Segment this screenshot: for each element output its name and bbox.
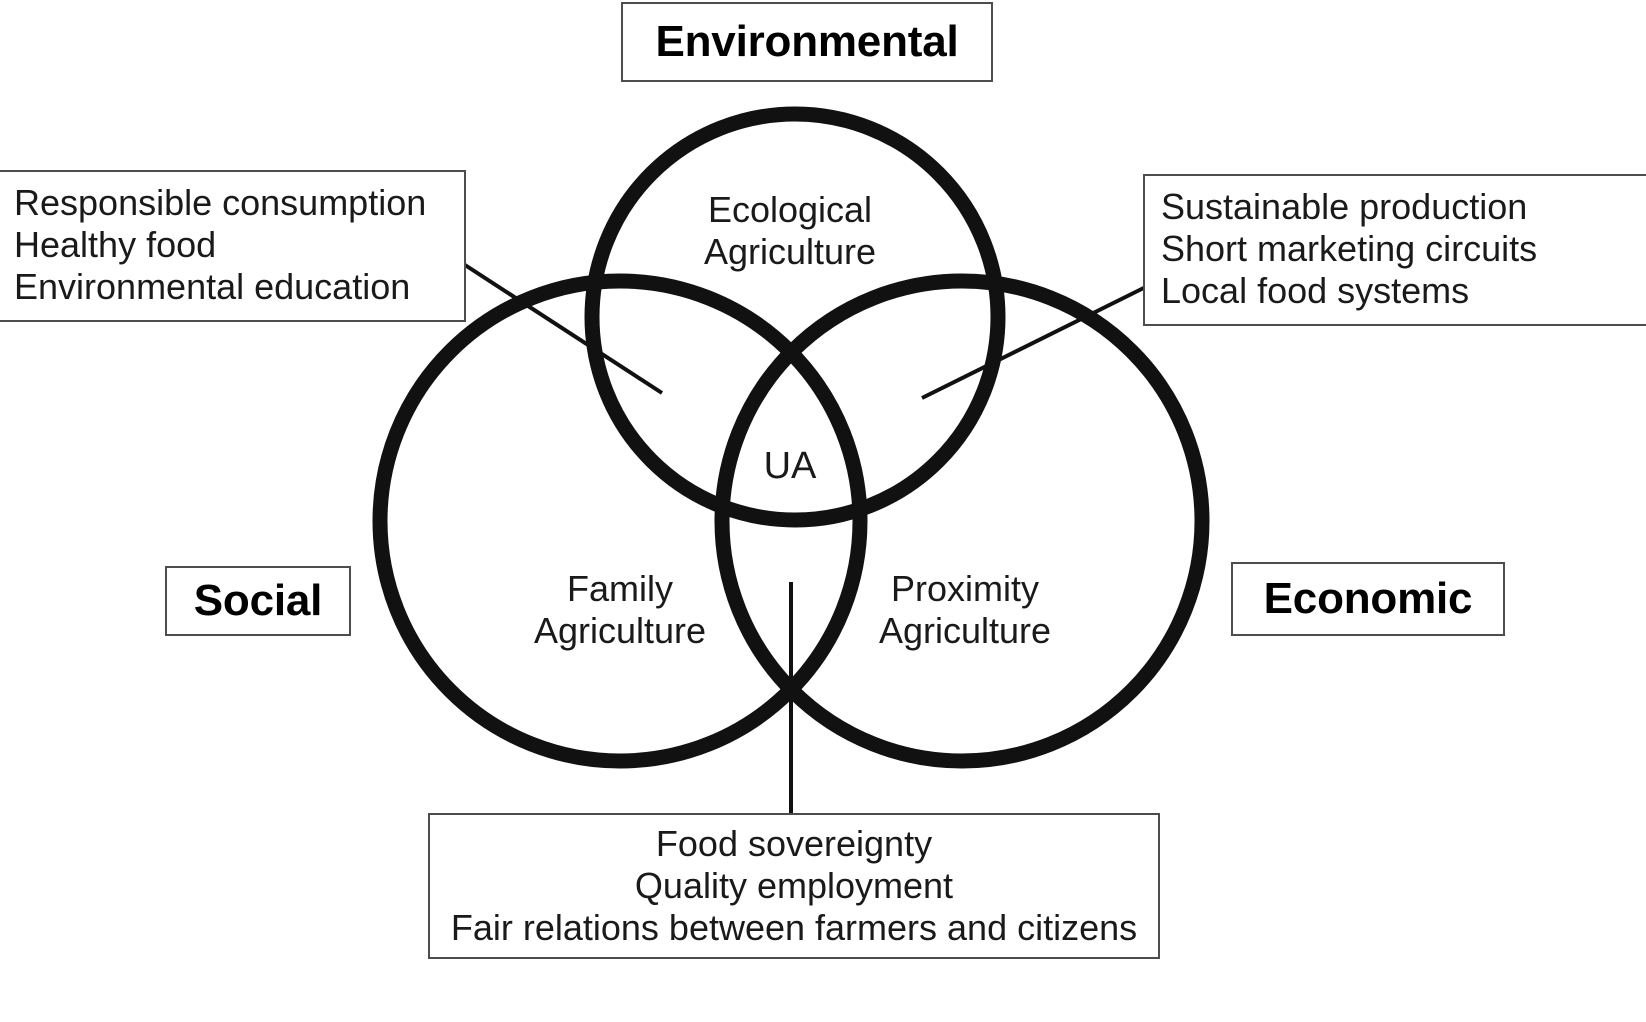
pillar-label-environmental: Environmental: [621, 2, 993, 82]
callout-right-line-3: Local food systems: [1161, 270, 1470, 312]
circle-economic: [714, 273, 1210, 769]
pillar-label-social: Social: [165, 566, 351, 636]
pillar-label-environmental-text: Environmental: [655, 17, 959, 67]
callout-right-line-2: Short marketing circuits: [1161, 227, 1538, 269]
region-label-proximity-line-1: Proximity: [890, 568, 1039, 609]
leader-line-left: [463, 263, 664, 395]
callout-social-economic: Food sovereignty Quality employment Fair…: [428, 813, 1160, 959]
region-label-ecological-line-1: Ecological: [707, 189, 873, 230]
region-label-family-line-2: Agriculture: [533, 610, 707, 652]
callout-bottom-line-1: Food sovereignty: [655, 822, 933, 864]
region-label-proximity-line-2: Agriculture: [878, 610, 1052, 652]
region-label-ua: UA: [763, 445, 817, 487]
region-label-ecological-agriculture: Ecological Agriculture: [595, 189, 985, 274]
circle-environmental: [584, 106, 1006, 528]
pillar-label-economic-text: Economic: [1263, 574, 1473, 624]
callout-left-line-2: Healthy food: [14, 223, 217, 265]
pillar-label-economic: Economic: [1231, 562, 1505, 636]
region-label-proximity-agriculture: Proximity Agriculture: [790, 568, 1140, 653]
callout-right-line-1: Sustainable production: [1161, 185, 1528, 227]
callout-left-line-3: Environmental education: [14, 266, 411, 308]
callout-environmental-social: Responsible consumption Healthy food Env…: [0, 170, 466, 322]
circle-social: [372, 273, 868, 769]
region-label-family-line-1: Family: [567, 568, 673, 609]
callout-bottom-line-2: Quality employment: [634, 864, 954, 906]
region-label-family-agriculture: Family Agriculture: [440, 568, 800, 653]
pillar-label-social-text: Social: [193, 576, 323, 626]
callout-bottom-line-3: Fair relations between farmers and citiz…: [450, 907, 1138, 949]
callout-left-line-1: Responsible consumption: [14, 181, 427, 223]
region-label-ecological-line-2: Agriculture: [703, 231, 877, 273]
callout-environmental-economic: Sustainable production Short marketing c…: [1143, 174, 1646, 326]
